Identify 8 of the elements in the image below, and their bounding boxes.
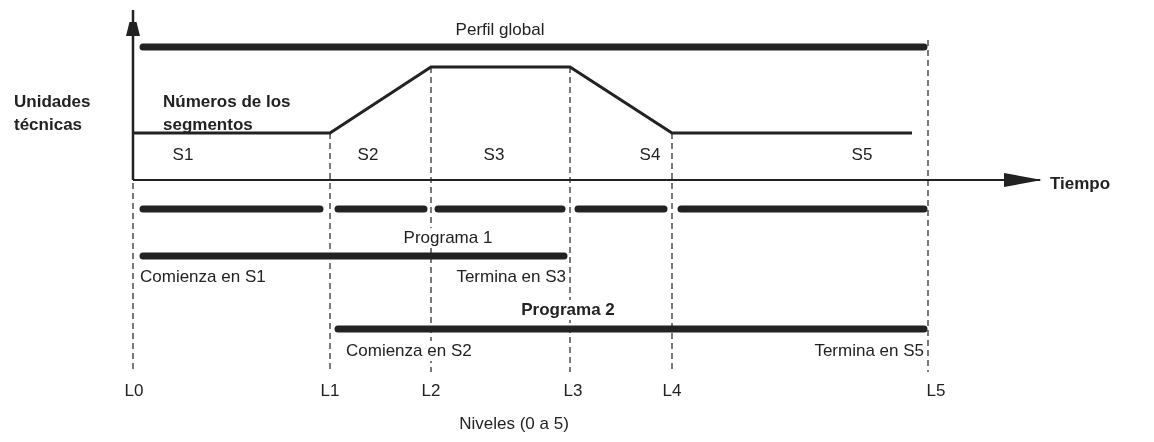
axis-label: Unidades técnicas (14, 91, 92, 136)
bar-label: Comienza en S2 (346, 341, 472, 361)
axis-label: Tiempo (1050, 174, 1111, 194)
bar-label: Programa 2 (521, 300, 615, 320)
bar-label: Programa 1 (403, 228, 493, 248)
axis-label: Niveles (0 a 5) (459, 414, 569, 434)
chart-title: Perfil global (455, 20, 545, 40)
annotation-text: Números de los segmentos (163, 91, 292, 136)
